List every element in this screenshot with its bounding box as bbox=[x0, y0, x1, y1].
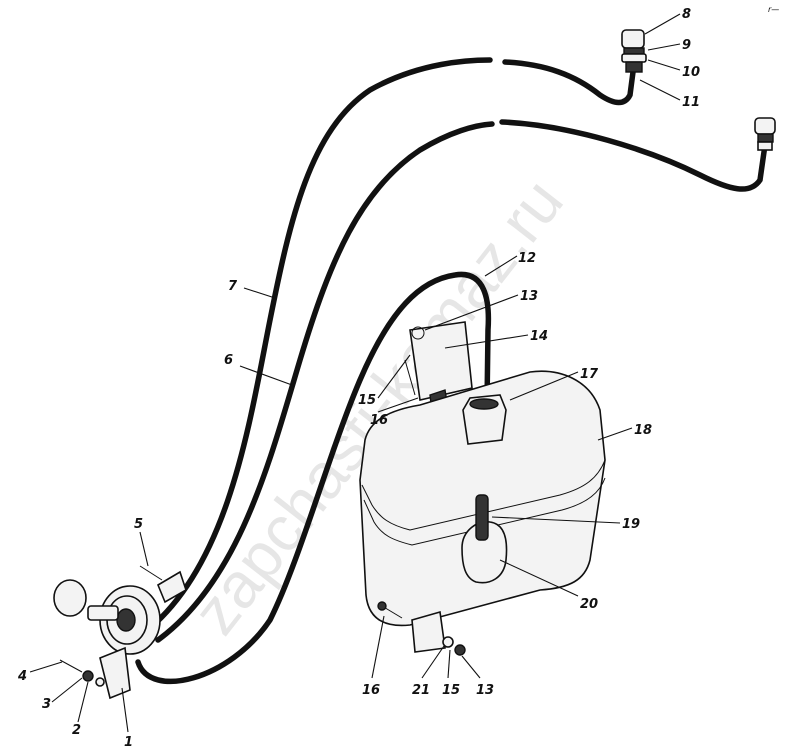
callout-14: 14 bbox=[530, 329, 548, 344]
callout-4: 4 bbox=[17, 669, 27, 684]
hardware-lower bbox=[377, 601, 466, 656]
callout-6: 6 bbox=[224, 353, 233, 368]
callout-16-upper: 16 bbox=[370, 413, 388, 428]
washer-pump bbox=[53, 565, 187, 700]
callout-2: 2 bbox=[72, 723, 81, 738]
corner-mark: r— bbox=[768, 5, 779, 14]
callout-9: 9 bbox=[682, 38, 691, 53]
hose-7 bbox=[147, 57, 636, 631]
callout-19: 19 bbox=[622, 517, 640, 532]
washer-reservoir bbox=[359, 370, 606, 653]
callout-3: 3 bbox=[42, 697, 51, 712]
callout-16-lower: 16 bbox=[362, 683, 380, 698]
nozzle-upper bbox=[621, 29, 647, 73]
callout-21: 21 bbox=[412, 683, 430, 698]
callout-15-lower: 15 bbox=[442, 683, 460, 698]
callout-18: 18 bbox=[634, 423, 652, 438]
callout-13-lower: 13 bbox=[476, 683, 494, 698]
hose-12 bbox=[135, 271, 492, 685]
callout-15-upper: 15 bbox=[358, 393, 376, 408]
callout-1: 1 bbox=[124, 735, 133, 750]
callout-labels: 1 2 3 4 5 6 7 8 9 10 11 12 13 14 15 16 1… bbox=[17, 7, 700, 750]
callout-13-upper: 13 bbox=[520, 289, 538, 304]
leader-lines bbox=[29, 13, 681, 733]
callout-12: 12 bbox=[518, 251, 536, 266]
nozzle-lower bbox=[754, 117, 776, 151]
callout-7: 7 bbox=[228, 279, 238, 294]
callout-10: 10 bbox=[682, 65, 700, 80]
callout-17: 17 bbox=[580, 367, 599, 382]
callout-5: 5 bbox=[134, 517, 143, 532]
hose-6 bbox=[155, 119, 768, 643]
callout-11: 11 bbox=[682, 95, 700, 110]
callout-8: 8 bbox=[682, 7, 691, 22]
callout-20: 20 bbox=[580, 597, 598, 612]
